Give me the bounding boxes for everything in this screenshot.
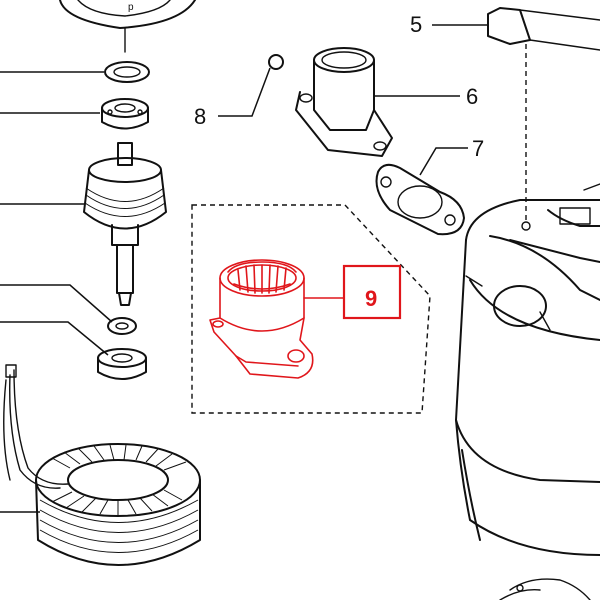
rotor-part [83,142,167,306]
top-cap-part: p [59,0,196,53]
callout-5: 5 [410,7,600,220]
dashed-inset-box [191,204,431,414]
left-leader-lines [0,71,113,513]
highlighted-part-9: 9 [209,259,402,379]
lower-bearing-part [97,348,147,380]
callout-8: 8 [194,54,284,129]
callout-5-label: 5 [410,12,422,37]
small-washer-part [107,317,137,335]
callout-9-label: 9 [365,286,377,311]
stator-coil-part [35,443,201,566]
callout-7: 7 [375,136,484,236]
callout-8-label: 8 [194,104,206,129]
pump-housing-part [455,183,600,556]
callout-6: 6 [295,47,478,157]
bottom-right-parts [499,578,591,600]
callout-9-box [342,264,402,320]
svg-text:p: p [128,2,134,13]
washer-part [104,61,150,83]
callout-6-label: 6 [466,84,478,109]
stator-wires [3,364,69,489]
callout-7-label: 7 [472,136,484,161]
upper-bearing-part [101,98,149,130]
